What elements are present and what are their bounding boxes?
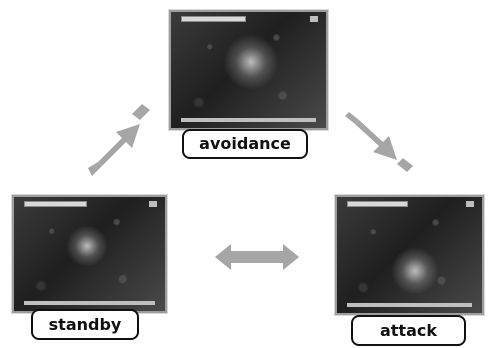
standby-bottom-hud <box>24 301 155 305</box>
arrow-avoidance-attack <box>345 112 413 172</box>
standby-top-right-hud <box>149 201 157 207</box>
standby-label: standby <box>31 309 139 340</box>
avoidance-top-hud <box>181 16 247 22</box>
standby-effect <box>66 225 108 267</box>
avoidance-effect <box>223 34 279 90</box>
arrow-standby-attack <box>215 244 299 270</box>
attack-effect <box>391 247 439 295</box>
attack-screenshot <box>335 195 484 315</box>
standby-top-hud <box>24 201 88 207</box>
standby-screenshot <box>12 195 167 313</box>
attack-top-hud <box>347 201 408 207</box>
attack-label: attack <box>351 315 466 346</box>
avoidance-label: avoidance <box>182 129 308 159</box>
attack-top-right-hud <box>466 201 474 207</box>
arrow-avoidance-standby <box>88 104 150 176</box>
avoidance-screenshot <box>169 10 328 130</box>
avoidance-top-right-hud <box>310 16 318 22</box>
avoidance-bottom-hud <box>181 118 316 122</box>
attack-bottom-hud <box>347 303 472 307</box>
